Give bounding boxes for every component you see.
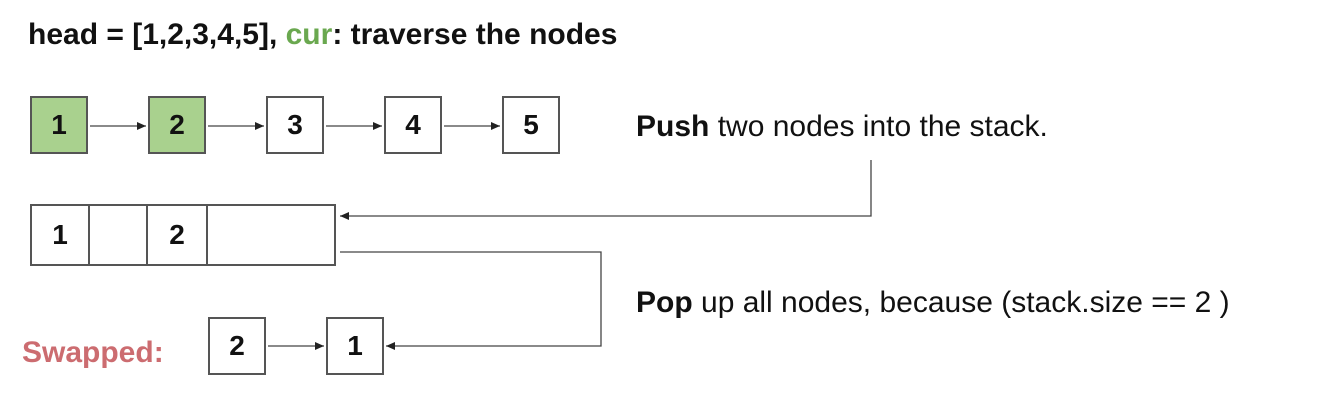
push-note: Push two nodes into the stack. [636,110,1048,144]
title-prefix: head = [1,2,3,4,5], [28,18,286,51]
stack-cell-2 [90,206,148,264]
stack-cell-3: 2 [148,206,208,264]
list-node-3: 3 [266,96,324,154]
title-suffix: : traverse the nodes [332,18,618,51]
list-node-4: 4 [384,96,442,154]
stack-cell-1: 1 [32,206,90,264]
pop-note-bold: Pop [636,286,693,319]
swapped-node-1: 2 [208,317,266,375]
stack-cell-4 [208,206,334,264]
pop-note-text: up all nodes, because (stack.size == 2 ) [692,286,1230,319]
title: head = [1,2,3,4,5], cur: traverse the no… [28,18,617,52]
push-note-bold: Push [636,110,710,143]
list-node-1: 1 [30,96,88,154]
swapped-label: Swapped: [22,336,164,369]
cur-label: cur [285,18,333,51]
push-note-text: two nodes into the stack. [709,110,1048,143]
list-node-5: 5 [502,96,560,154]
list-node-2: 2 [148,96,206,154]
swapped-node-2: 1 [326,317,384,375]
pop-connector [340,251,602,350]
push-connector [340,160,872,220]
pop-note: Pop up all nodes, because (stack.size ==… [636,286,1230,320]
stack: 1 2 [30,204,336,266]
